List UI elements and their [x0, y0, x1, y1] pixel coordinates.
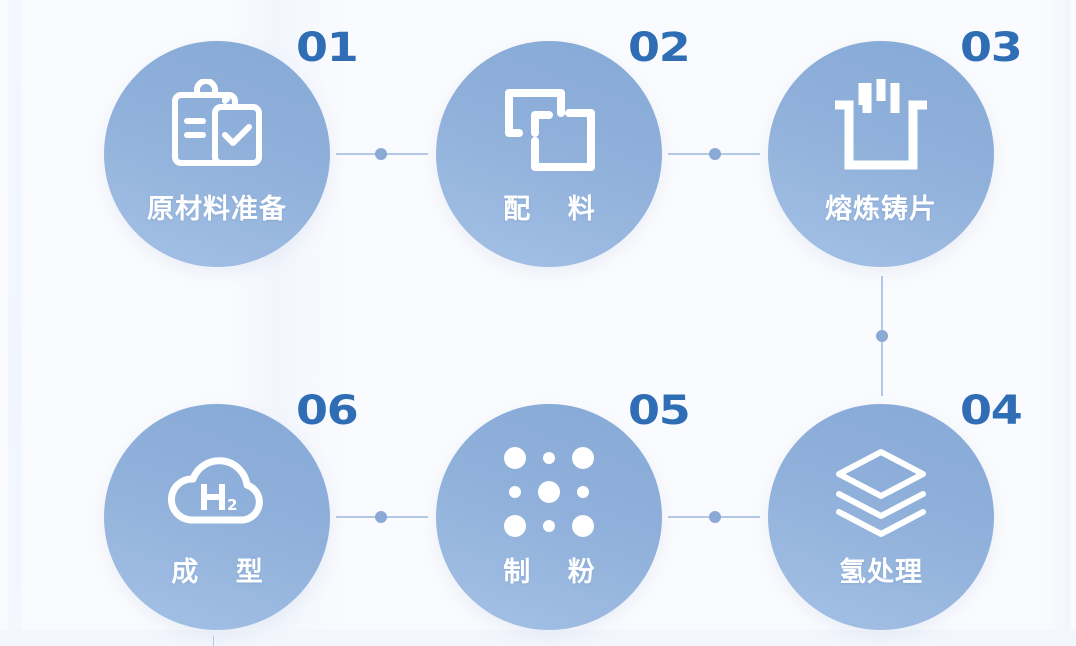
- step-circle: 原材料准备: [104, 41, 330, 267]
- step-label: 原材料准备: [147, 194, 287, 225]
- step-circle: 2 成 型: [104, 404, 330, 630]
- step-label: 成 型: [171, 557, 277, 588]
- connector-dot-04-05: [709, 511, 721, 523]
- step-label: 氢处理: [839, 557, 923, 588]
- step-circle: 熔炼铸片: [768, 41, 994, 267]
- connector-dot-03-04: [876, 330, 888, 342]
- process-step-05: 05 制 粉: [436, 388, 691, 630]
- step-circle: 制 粉: [436, 404, 662, 630]
- background-band-bottom: [0, 630, 1076, 646]
- connector-dot-05-06: [375, 511, 387, 523]
- clipboard-check-icon: [167, 79, 267, 175]
- step-label: 制 粉: [503, 557, 609, 588]
- step-number: 01: [296, 25, 359, 71]
- process-step-04: 04 氢处理: [768, 388, 1023, 630]
- stacked-layers-icon: [831, 442, 931, 538]
- step-number: 03: [960, 25, 1023, 71]
- step-number: 02: [628, 25, 691, 71]
- connector-dot-02-03: [709, 148, 721, 160]
- connector-06-tail: [213, 636, 214, 646]
- step-label: 熔炼铸片: [825, 194, 937, 225]
- step-number: 04: [960, 388, 1023, 434]
- interlocking-squares-icon: [499, 79, 599, 175]
- step-circle: 氢处理: [768, 404, 994, 630]
- process-step-06: 06 2 成 型: [104, 388, 359, 630]
- background-band-right: [1040, 0, 1070, 646]
- crucible-icon: [831, 79, 931, 175]
- powder-dots-icon: [499, 442, 599, 538]
- background-band-left: [8, 0, 22, 646]
- process-step-01: 01 原材料准备: [104, 25, 359, 267]
- step-number: 06: [296, 388, 359, 434]
- step-label: 配 料: [503, 194, 609, 225]
- connector-dot-01-02: [375, 148, 387, 160]
- process-step-03: 03 熔炼铸片: [768, 25, 1023, 267]
- process-step-02: 02 配 料: [436, 25, 691, 267]
- step-number: 05: [628, 388, 691, 434]
- step-circle: 配 料: [436, 41, 662, 267]
- svg-text:2: 2: [227, 496, 237, 514]
- h2-cloud-icon: 2: [167, 442, 267, 538]
